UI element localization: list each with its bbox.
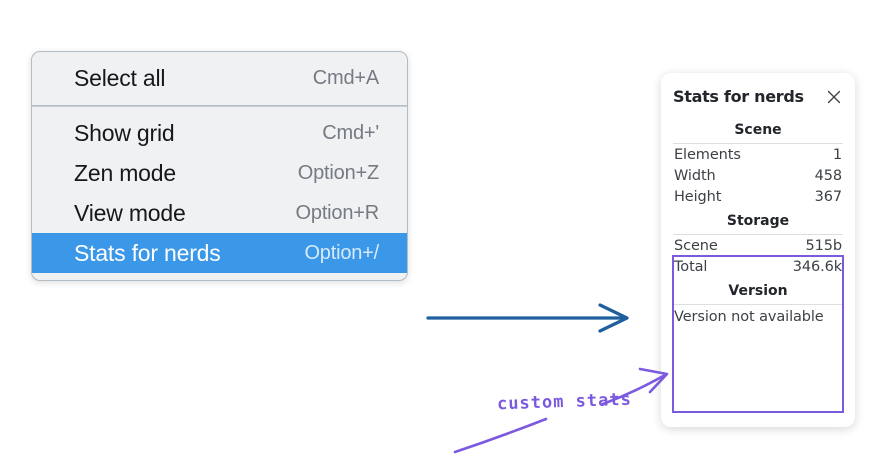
menu-item-shortcut: Option+Z <box>297 161 379 184</box>
stat-row-storage-scene: Scene 515b <box>671 235 845 256</box>
section-heading-storage: Storage <box>726 213 790 229</box>
menu-separator <box>32 105 407 107</box>
stat-value: 458 <box>814 168 842 184</box>
stat-key: Width <box>674 168 716 184</box>
divider <box>673 304 843 305</box>
stat-key: Total <box>674 259 708 275</box>
close-icon[interactable] <box>825 88 843 106</box>
stat-value: 1 <box>832 147 842 163</box>
menu-item-stats-for-nerds[interactable]: Stats for nerds Option+/ <box>32 233 407 273</box>
stat-key: Scene <box>674 238 718 254</box>
menu-item-shortcut: Option+R <box>295 201 380 224</box>
stat-row-elements: Elements 1 <box>671 144 845 165</box>
menu-item-shortcut: Option+/ <box>304 241 379 264</box>
annotation-stroke <box>453 417 548 454</box>
menu-item-label: Show grid <box>74 119 175 146</box>
menu-item-label: Stats for nerds <box>74 239 221 266</box>
menu-item-shortcut: Cmd+A <box>312 66 379 89</box>
stat-value: 515b <box>805 238 843 254</box>
stat-row-storage-total: Total 346.6k <box>671 256 845 277</box>
menu-item-label: Zen mode <box>74 159 176 186</box>
context-menu[interactable]: Select all Cmd+A Show grid Cmd+' Zen mod… <box>31 51 408 281</box>
stat-row-height: Height 367 <box>671 186 845 207</box>
divider <box>673 143 843 144</box>
panel-title: Stats for nerds <box>673 87 804 106</box>
menu-item-label: Select all <box>74 64 166 91</box>
divider <box>673 234 843 235</box>
menu-item-view-mode[interactable]: View mode Option+R <box>32 193 407 233</box>
flow-arrow-icon <box>426 303 629 333</box>
menu-item-shortcut: Cmd+' <box>322 121 379 144</box>
stat-value: 367 <box>814 189 842 205</box>
stat-row-width: Width 458 <box>671 165 845 186</box>
custom-stats-region: Storage Scene 515b Total 346.6k Version … <box>671 207 845 327</box>
version-note: Version not available <box>674 309 824 325</box>
menu-item-show-grid[interactable]: Show grid Cmd+' <box>32 113 407 153</box>
custom-stats-annotation-label: custom stats <box>496 389 633 415</box>
menu-item-select-all[interactable]: Select all Cmd+A <box>32 58 407 98</box>
section-heading-version: Version <box>728 283 788 299</box>
stat-key: Elements <box>674 147 741 163</box>
menu-group-2: Show grid Cmd+' Zen mode Option+Z View m… <box>32 107 407 280</box>
menu-group-1: Select all Cmd+A <box>32 52 407 105</box>
stat-value: 346.6k <box>792 259 842 275</box>
stat-key: Height <box>674 189 722 205</box>
panel-header: Stats for nerds <box>671 73 845 116</box>
menu-item-zen-mode[interactable]: Zen mode Option+Z <box>32 153 407 193</box>
stats-for-nerds-panel: Stats for nerds Scene Elements 1 Width 4… <box>661 73 855 427</box>
menu-item-label: View mode <box>74 199 186 226</box>
section-heading-scene: Scene <box>734 122 782 138</box>
